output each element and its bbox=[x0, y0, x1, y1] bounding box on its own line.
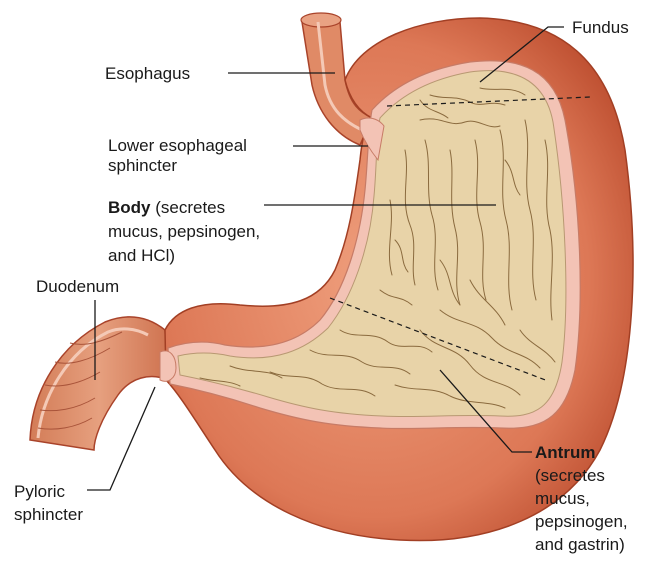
label-antrum-line4: pepsinogen, bbox=[535, 512, 628, 531]
label-antrum-line3: mucus, bbox=[535, 489, 590, 508]
label-body-line1: Body (secretes bbox=[108, 198, 225, 217]
label-antrum-line5: and gastrin) bbox=[535, 535, 625, 554]
label-pyloric-line2: sphincter bbox=[14, 505, 83, 524]
label-duodenum: Duodenum bbox=[36, 277, 119, 296]
label-les-line1: Lower esophageal bbox=[108, 136, 247, 155]
label-antrum-bold: Antrum bbox=[535, 443, 595, 462]
label-fundus: Fundus bbox=[572, 18, 629, 37]
label-body-line2: mucus, pepsinogen, bbox=[108, 222, 260, 241]
label-esophagus: Esophagus bbox=[105, 64, 190, 83]
label-antrum-line2: (secretes bbox=[535, 466, 605, 485]
label-body-bold: Body bbox=[108, 198, 151, 217]
label-body-rest: (secretes bbox=[151, 198, 226, 217]
label-les-line2: sphincter bbox=[108, 156, 177, 175]
label-pyloric-line1: Pyloric bbox=[14, 482, 66, 501]
duodenum-tube bbox=[30, 317, 168, 450]
label-body-line3: and HCl) bbox=[108, 246, 175, 265]
